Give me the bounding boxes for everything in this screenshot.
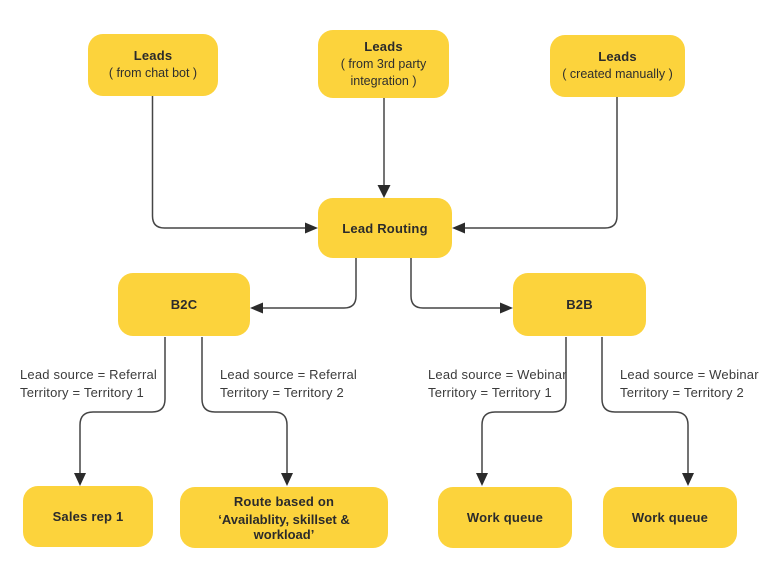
- node-title: Work queue: [466, 510, 544, 525]
- arrowhead-down-icon: [682, 473, 694, 486]
- arrowhead-left-icon: [250, 302, 263, 314]
- condition-label-webinar-t1: Lead source = Webinar Territory = Territ…: [428, 366, 567, 402]
- connector-manual-to-routing: [452, 97, 618, 234]
- node-b2b: B2B: [513, 273, 646, 336]
- connector-b2c-to-routebased: [201, 337, 293, 486]
- node-title: Sales rep 1: [52, 509, 124, 524]
- connector-thirdparty-to-routing: [377, 98, 391, 198]
- node-title: Route based on: [233, 493, 335, 509]
- node-sales-rep-1: Sales rep 1: [23, 486, 153, 547]
- connector-b2b-to-workqueue1: [476, 337, 567, 486]
- condition-line: Territory = Territory 1: [428, 385, 552, 400]
- node-route-based: Route based on ‘Availablity, skillset & …: [180, 487, 388, 548]
- node-title: Leads: [598, 49, 637, 65]
- condition-line: Territory = Territory 1: [20, 385, 144, 400]
- arrowhead-left-icon: [452, 222, 465, 234]
- node-title: Work queue: [631, 510, 709, 525]
- node-subtitle: ( from chat bot ): [108, 66, 198, 81]
- node-subtitle: ( created manually ): [562, 67, 673, 82]
- condition-line: Territory = Territory 2: [220, 385, 344, 400]
- connector-chatbot-to-routing: [151, 96, 318, 234]
- connector-routing-to-b2c: [250, 258, 357, 314]
- node-title: B2B: [566, 297, 593, 312]
- connector-b2c-to-salesrep: [74, 337, 166, 486]
- node-title: Lead Routing: [342, 220, 428, 236]
- arrowhead-down-icon: [74, 473, 86, 486]
- condition-line: Lead source = Referral: [20, 367, 158, 382]
- condition-label-referral-t2: Lead source = Referral Territory = Terri…: [220, 366, 357, 402]
- arrowhead-down-icon: [281, 473, 293, 486]
- node-title: Leads: [364, 38, 403, 54]
- condition-line: Lead source = Webinar: [428, 367, 567, 382]
- arrowhead-right-icon: [500, 302, 513, 314]
- node-title: Leads: [133, 48, 173, 64]
- condition-label-webinar-t2: Lead source = Webinar Territory = Territ…: [620, 366, 759, 402]
- node-subtitle: ( from 3rd party integration ): [340, 56, 427, 88]
- connector-b2b-to-workqueue2: [601, 337, 694, 486]
- node-work-queue-1: Work queue: [438, 487, 572, 548]
- condition-line: Lead source = Referral: [220, 367, 358, 382]
- node-work-queue-2: Work queue: [603, 487, 737, 548]
- condition-line: Territory = Territory 2: [620, 385, 744, 400]
- node-leads-manual: Leads ( created manually ): [550, 35, 685, 97]
- arrowhead-down-icon: [476, 473, 488, 486]
- connector-routing-to-b2b: [410, 258, 513, 314]
- node-leads-third-party: Leads ( from 3rd party integration ): [318, 30, 449, 98]
- node-leads-chatbot: Leads ( from chat bot ): [88, 34, 218, 96]
- condition-label-referral-t1: Lead source = Referral Territory = Terri…: [20, 366, 157, 402]
- node-subtitle: ‘Availablity, skillset & workload’: [218, 511, 350, 542]
- node-lead-routing: Lead Routing: [318, 198, 452, 258]
- node-title: B2C: [170, 297, 198, 312]
- node-b2c: B2C: [118, 273, 250, 336]
- condition-line: Lead source = Webinar: [620, 367, 759, 382]
- arrowhead-right-icon: [305, 222, 318, 234]
- arrowhead-down-icon: [377, 185, 391, 198]
